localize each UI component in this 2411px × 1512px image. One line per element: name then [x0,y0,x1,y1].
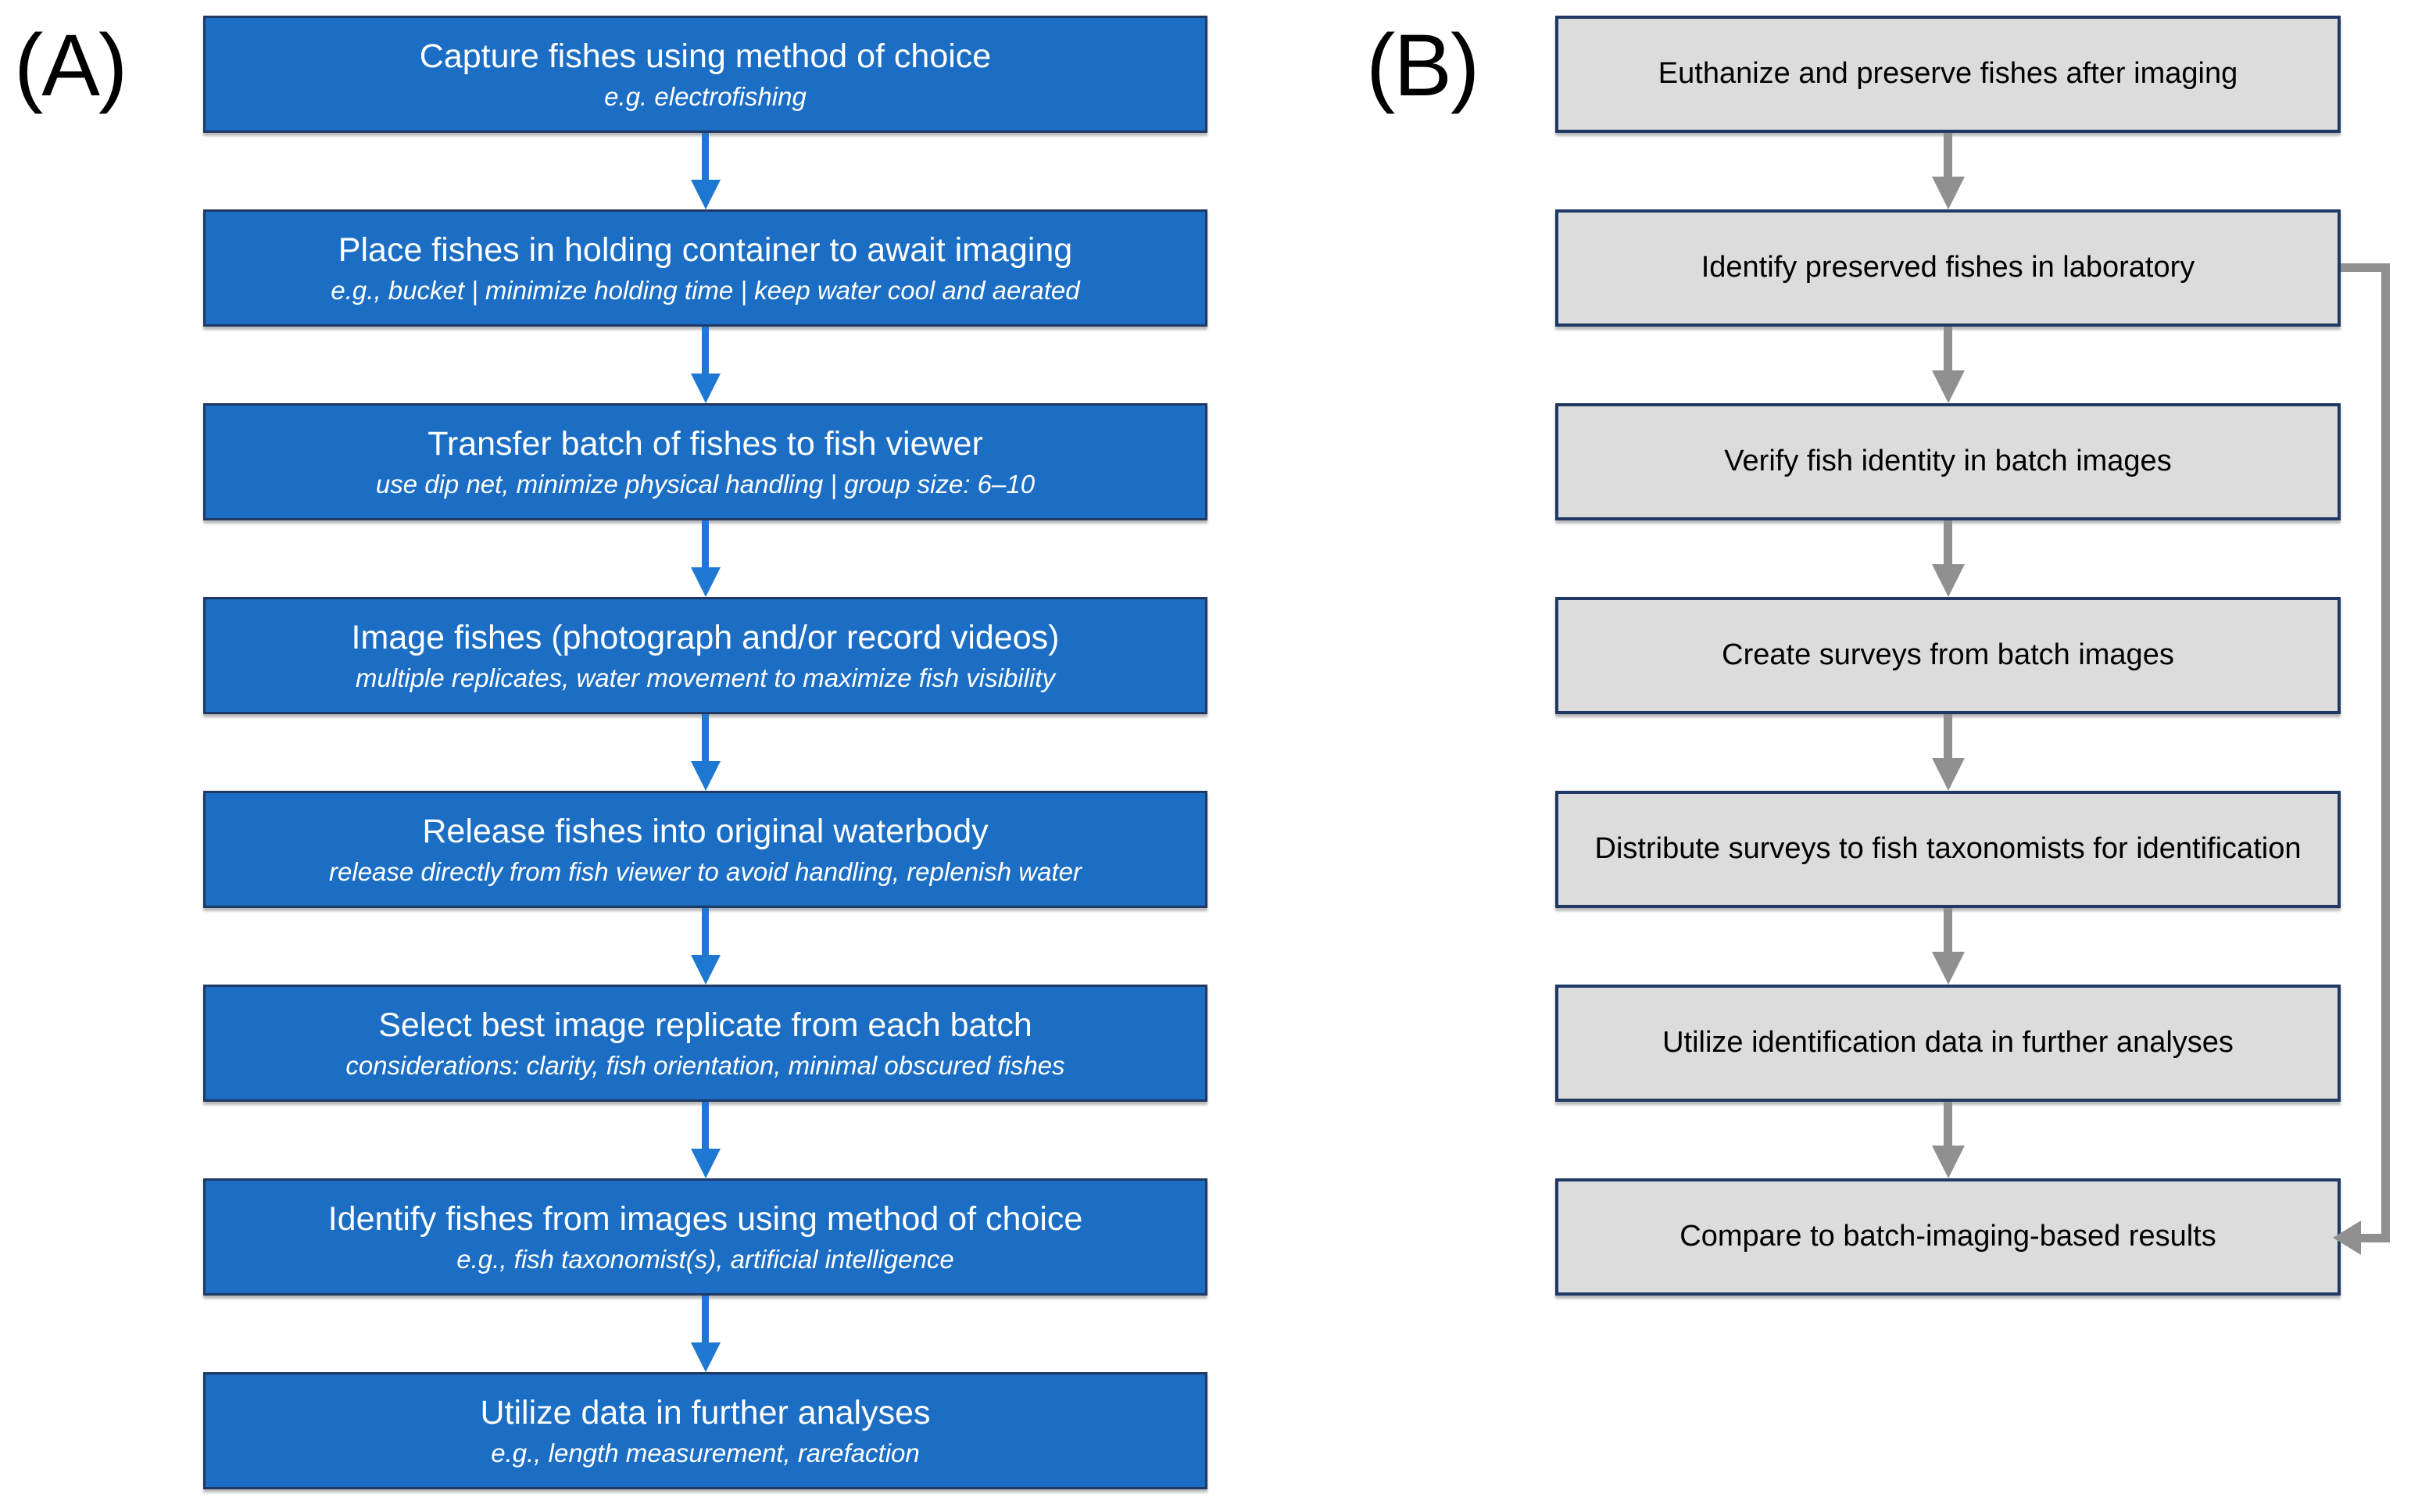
arrow-head-icon [1931,177,1965,209]
flow-step: Place fishes in holding container to awa… [203,209,1207,327]
arrow-head-icon [1931,1146,1965,1178]
arrow-head-icon [690,761,721,791]
flow-step: Transfer batch of fishes to fish viewer … [203,403,1207,520]
panel-b-flow: Euthanize and preserve fishes after imag… [1555,16,2341,1296]
arrow-stem [702,1296,709,1342]
down-arrow [203,327,1207,403]
arrow-stem [702,714,709,761]
down-arrow [203,520,1207,597]
flow-step: Compare to batch-imaging-based results [1555,1178,2341,1296]
flow-step: Identify fishes from images using method… [203,1178,1207,1296]
arrow-head-icon [690,180,721,209]
step-title: Euthanize and preserve fishes after imag… [1658,57,2238,91]
flow-step: Release fishes into original waterbody r… [203,791,1207,908]
step-title: Capture fishes using method of choice [419,37,992,75]
panel-a-flow: Capture fishes using method of choice e.… [203,16,1207,1489]
flow-step: Create surveys from batch images [1555,597,2341,714]
step-title: Transfer batch of fishes to fish viewer [427,424,983,463]
down-arrow [1555,133,2341,209]
panel-a-label: (A) [14,16,127,114]
arrow-stem [1944,908,1952,952]
step-subtitle: e.g., bucket | minimize holding time | k… [331,276,1080,306]
step-title: Utilize identification data in further a… [1662,1026,2234,1060]
down-arrow [1555,520,2341,597]
down-arrow [203,908,1207,985]
arrow-head-icon [1931,952,1965,985]
arrow-head-icon [1931,758,1965,791]
step-title: Create surveys from batch images [1722,638,2174,672]
arrow-stem [702,133,709,180]
step-title: Compare to batch-imaging-based results [1679,1220,2216,1253]
step-title: Distribute surveys to fish taxonomists f… [1594,832,2302,866]
step-title: Identify preserved fishes in laboratory [1701,251,2195,284]
step-title: Place fishes in holding container to awa… [338,231,1073,269]
arrow-stem [702,520,709,567]
flow-step: Utilize data in further analyses e.g., l… [203,1372,1207,1489]
down-arrow [203,133,1207,209]
step-title: Select best image replicate from each ba… [378,1006,1032,1044]
arrow-head-icon [690,955,721,985]
arrow-head-icon [690,1342,721,1372]
step-title: Release fishes into original waterbody [422,812,989,850]
flow-step: Select best image replicate from each ba… [203,985,1207,1102]
flow-step: Verify fish identity in batch images [1555,403,2341,520]
arrow-stem [702,327,709,374]
step-title: Verify fish identity in batch images [1724,445,2172,478]
step-title: Identify fishes from images using method… [327,1199,1083,1238]
step-subtitle: e.g., length measurement, rarefaction [491,1439,920,1468]
arrow-stem [702,1102,709,1149]
feedback-connector-bottom-segment [2359,1234,2390,1242]
down-arrow [203,1102,1207,1178]
step-subtitle: multiple replicates, water movement to m… [356,663,1055,693]
step-title: Image fishes (photograph and/or record v… [351,618,1060,656]
flow-step: Capture fishes using method of choice e.… [203,16,1207,133]
step-subtitle: release directly from fish viewer to avo… [329,857,1082,887]
feedback-connector-vertical-segment [2381,263,2390,1242]
down-arrow [1555,1102,2341,1178]
flow-step: Utilize identification data in further a… [1555,985,2341,1102]
down-arrow [1555,714,2341,791]
arrow-stem [1944,714,1952,758]
feedback-arrow-head-icon [2333,1221,2361,1255]
arrow-stem [702,908,709,955]
flow-step: Identify preserved fishes in laboratory [1555,209,2341,327]
step-subtitle: use dip net, minimize physical handling … [375,470,1036,499]
step-title: Utilize data in further analyses [480,1393,931,1432]
step-subtitle: considerations: clarity, fish orientatio… [345,1051,1065,1081]
arrow-head-icon [1931,370,1965,403]
flow-step: Euthanize and preserve fishes after imag… [1555,16,2341,133]
arrow-stem [1944,133,1952,177]
flow-step: Image fishes (photograph and/or record v… [203,597,1207,714]
arrow-stem [1944,327,1952,370]
feedback-connector-top-segment [2341,263,2390,272]
arrow-head-icon [690,374,721,403]
arrow-stem [1944,520,1952,564]
step-subtitle: e.g. electrofishing [604,82,807,112]
down-arrow [203,714,1207,791]
arrow-head-icon [1931,564,1965,597]
down-arrow [1555,327,2341,403]
down-arrow [1555,908,2341,985]
down-arrow [203,1296,1207,1372]
arrow-head-icon [690,1149,721,1178]
arrow-stem [1944,1102,1952,1146]
arrow-head-icon [690,567,721,597]
flow-step: Distribute surveys to fish taxonomists f… [1555,791,2341,908]
step-subtitle: e.g., fish taxonomist(s), artificial int… [456,1245,954,1274]
panel-b-label: (B) [1366,16,1479,114]
